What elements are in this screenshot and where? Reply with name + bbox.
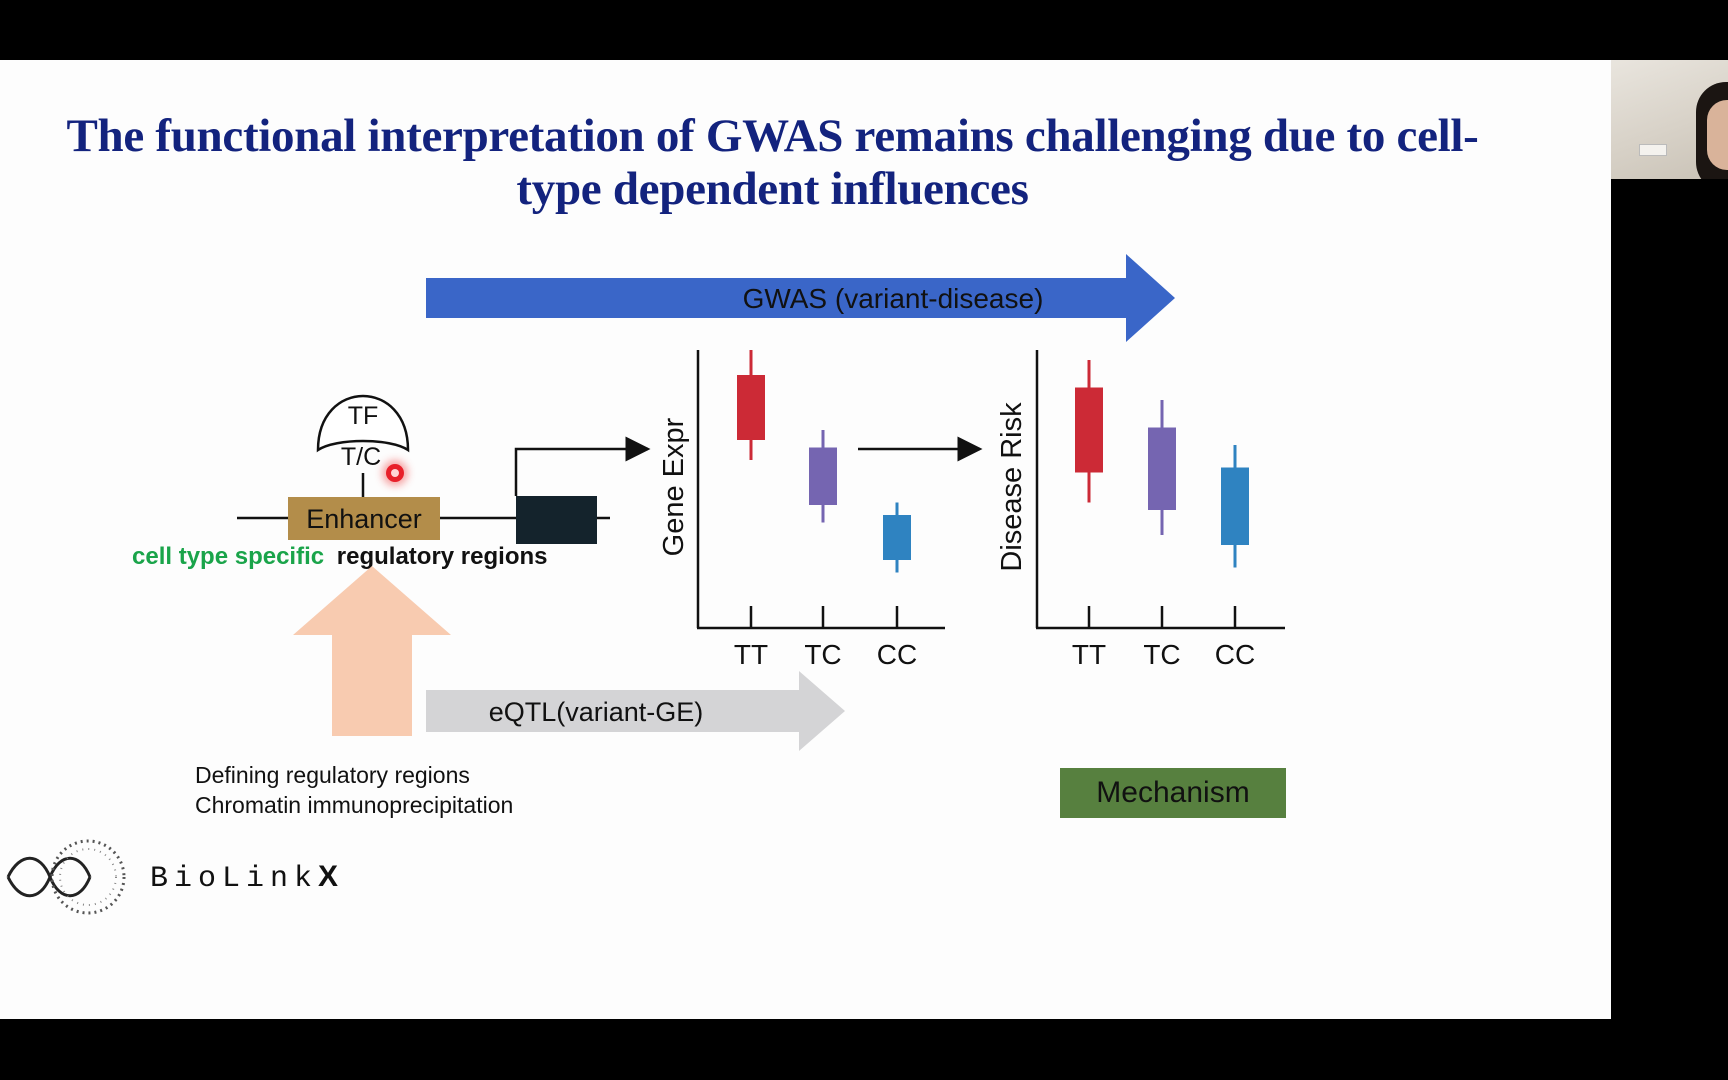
caption-line-2: Chromatin immunoprecipitation (195, 792, 514, 818)
enhancer-box (288, 497, 440, 540)
chart1-tick-label-cc: CC (877, 639, 917, 670)
chart2-tick-label-tt: TT (1072, 639, 1106, 670)
mechanism-box (1060, 768, 1286, 818)
chip-up-arrow (293, 566, 451, 736)
gwas-diagram: GWAS (variant-disease) TF T/C Enhancer c… (132, 254, 1286, 818)
region-label-green: cell type specific (132, 543, 324, 570)
chart1-box-cc (883, 515, 911, 560)
disease-risk-chart: Disease Risk TT TC CC (996, 350, 1285, 670)
region-label: cell type specific regulatory regions (132, 543, 547, 570)
chart1-box-tc (809, 447, 837, 505)
slide-title: The functional interpretation of GWAS re… (0, 110, 1545, 216)
chart2-box-cc (1221, 467, 1249, 545)
chart2-tick-label-cc: CC (1215, 639, 1255, 670)
caption-line-1: Defining regulatory regions (195, 762, 470, 788)
region-label-black: regulatory regions (337, 543, 548, 570)
mechanism-label: Mechanism (1096, 776, 1249, 809)
chart1-tick-label-tc: TC (804, 639, 841, 670)
chart2-y-label: Disease Risk (996, 402, 1028, 572)
laser-pointer-cursor (386, 464, 404, 482)
allele-label: T/C (341, 443, 381, 471)
caption: Defining regulatory regions Chromatin im… (195, 760, 513, 820)
biolinkx-logo-text: BioLinkX (150, 860, 339, 896)
gene-expression-chart: Gene Expr TT TC CC (658, 350, 945, 670)
enhancer-label: Enhancer (306, 504, 422, 534)
chart2-box-tc (1148, 427, 1176, 510)
presenter-webcam-thumbnail (1611, 60, 1728, 179)
slide-title-line-1: The functional interpretation of GWAS re… (66, 110, 1479, 162)
eqtl-arrow-label: eQTL(variant-GE) (489, 697, 704, 727)
biolinkx-logo-icon (6, 839, 126, 915)
chart2-box-tt (1075, 387, 1103, 473)
chart1-tick-label-tt: TT (734, 639, 768, 670)
transcription-factor-icon (316, 394, 410, 453)
chart2-tick-label-tc: TC (1143, 639, 1180, 670)
gene-box (516, 496, 597, 544)
slide-title-line-2: type dependent influences (516, 163, 1029, 215)
gwas-arrow (426, 254, 1175, 342)
chart1-y-label: Gene Expr (658, 417, 690, 556)
transcription-start-arrow (514, 436, 651, 496)
tf-label: TF (348, 402, 379, 430)
gwas-arrow-label: GWAS (variant-disease) (743, 283, 1044, 314)
presentation-slide: The functional interpretation of GWAS re… (0, 60, 1611, 1019)
eqtl-arrow (426, 671, 845, 751)
chart1-box-tt (737, 375, 765, 440)
